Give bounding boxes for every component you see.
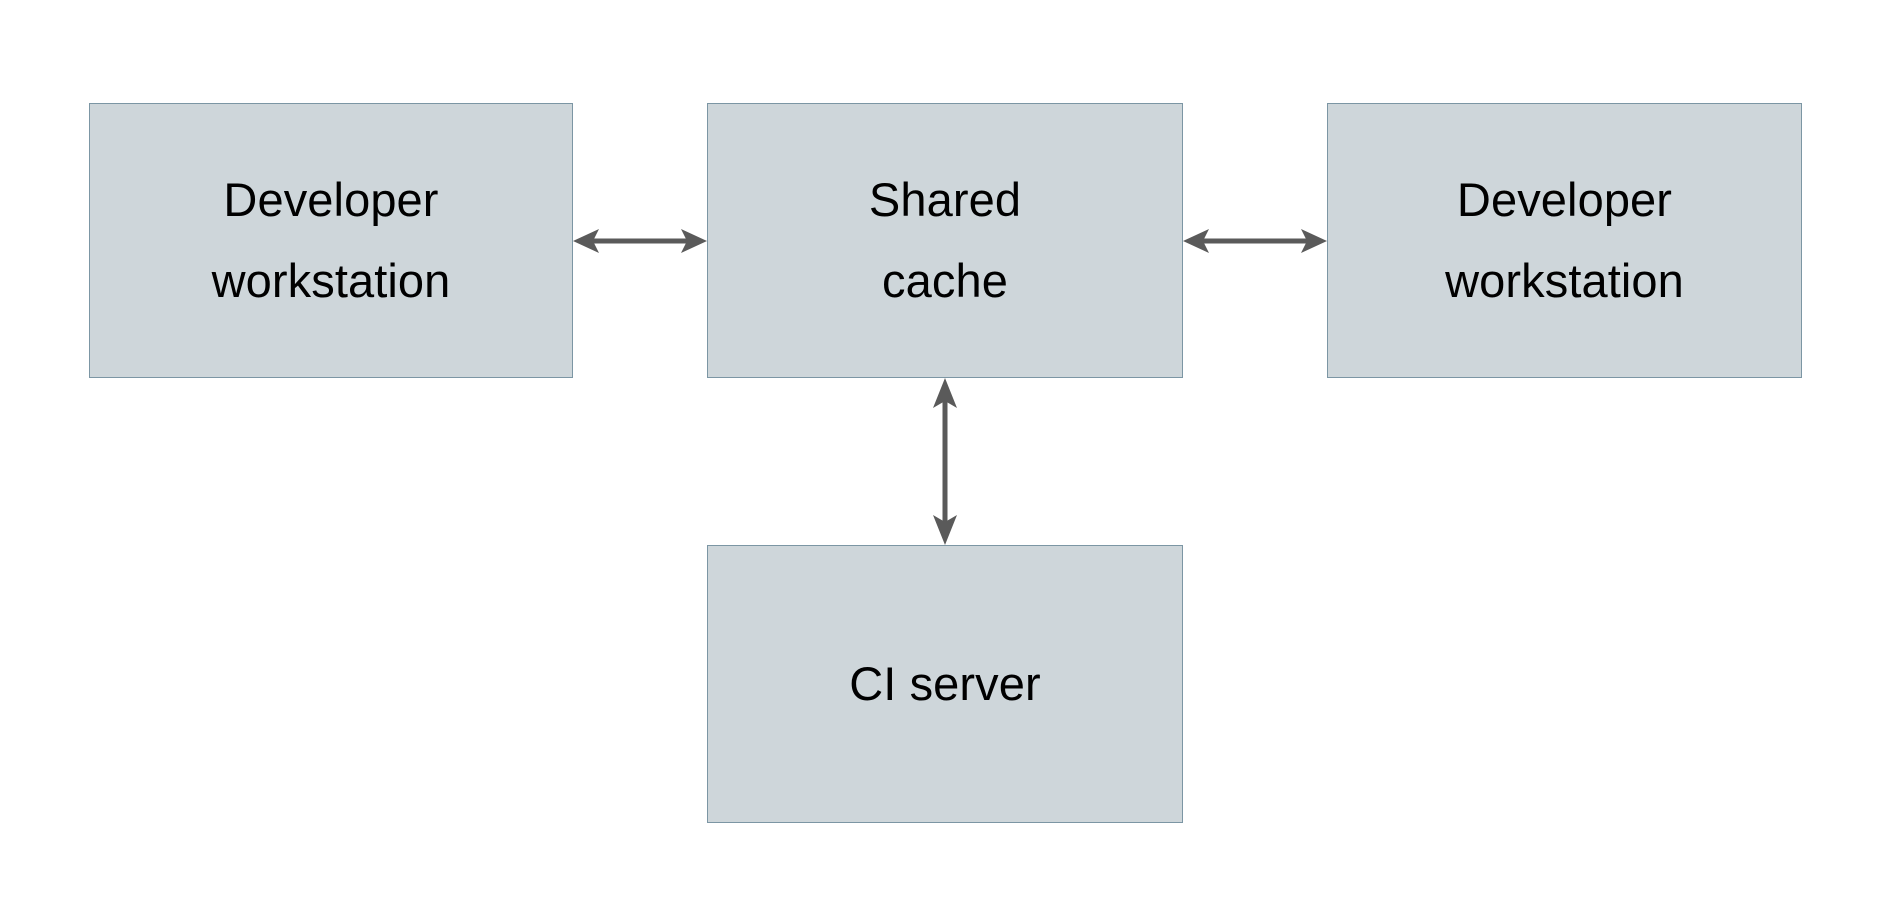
edge-shared-cache-to-developer-workstation-right[interactable] — [1183, 215, 1327, 267]
node-label: Shared cache — [868, 172, 1022, 307]
node-ci-server[interactable]: CI server — [707, 545, 1183, 823]
double-arrow-horizontal-icon — [1183, 229, 1327, 253]
node-label: Developer workstation — [1445, 172, 1684, 307]
node-shared-cache[interactable]: Shared cache — [707, 103, 1183, 378]
edge-developer-workstation-left-to-shared-cache[interactable] — [573, 215, 707, 267]
node-label: Developer workstation — [211, 172, 451, 307]
double-arrow-vertical-icon — [933, 378, 957, 545]
node-label: CI server — [849, 656, 1041, 710]
double-arrow-horizontal-icon — [573, 229, 707, 253]
edge-shared-cache-to-ci-server[interactable] — [919, 378, 971, 545]
node-developer-workstation-right[interactable]: Developer workstation — [1327, 103, 1802, 378]
node-developer-workstation-left[interactable]: Developer workstation — [89, 103, 573, 378]
